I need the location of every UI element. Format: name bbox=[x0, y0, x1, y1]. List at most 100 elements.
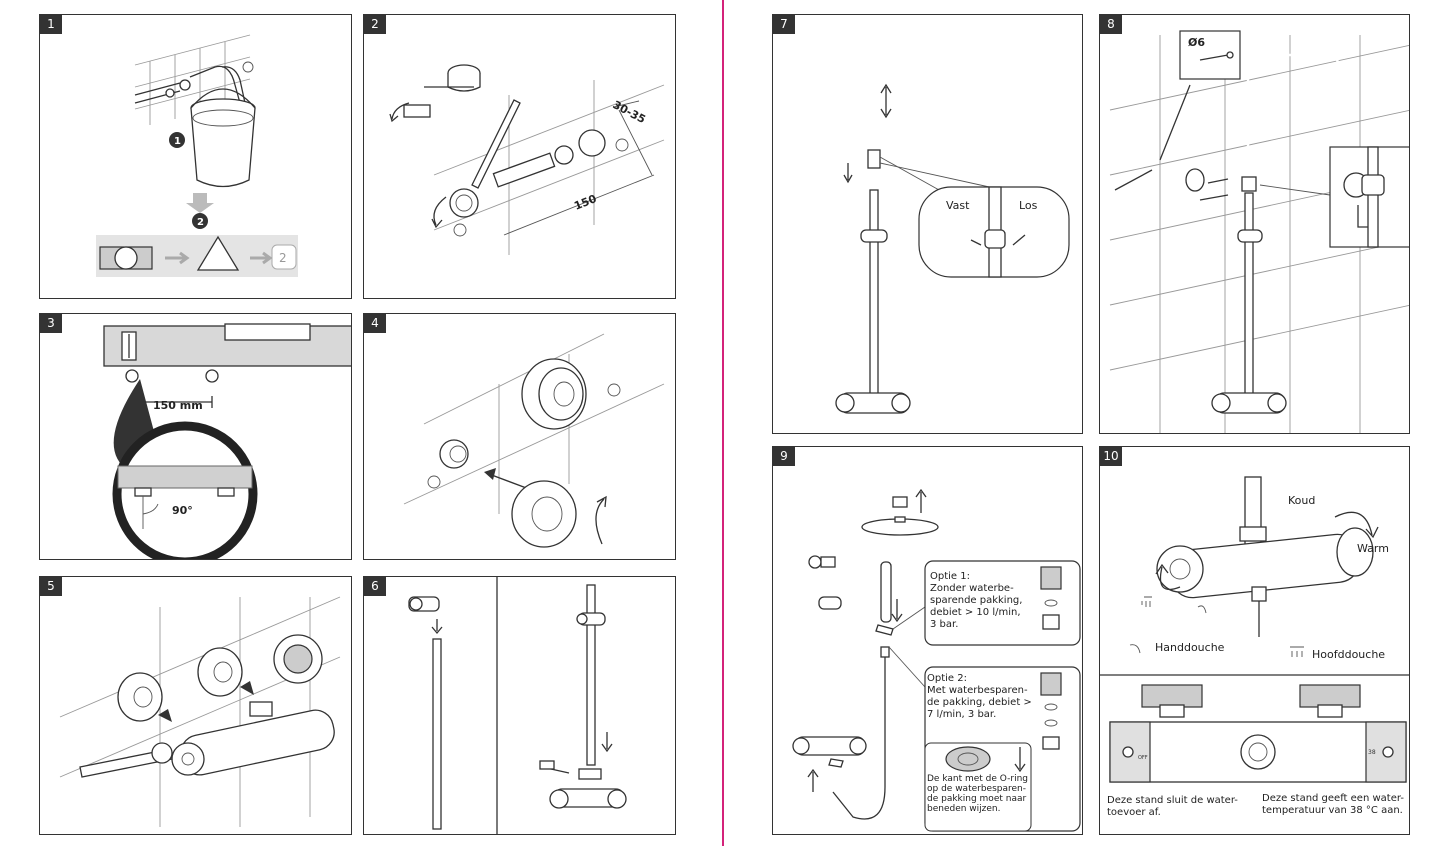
rotate-arrow-icon bbox=[1155, 563, 1181, 591]
off-position-text: Deze stand sluit de water- toevoer af. bbox=[1107, 795, 1238, 818]
option-1-text: Optie 1: Zonder waterbe- sparende pakkin… bbox=[930, 571, 1023, 630]
tight-label: Vast bbox=[946, 199, 970, 212]
filter-icon bbox=[427, 475, 441, 489]
adjust-height-illustration: Vast Los bbox=[835, 41, 1070, 414]
down-arrow-icon bbox=[1014, 747, 1026, 773]
step-number: 10 bbox=[1100, 447, 1122, 466]
arrow-icon bbox=[165, 251, 190, 265]
step-number: 8 bbox=[1100, 15, 1122, 34]
up-down-arrow-icon bbox=[880, 83, 892, 119]
valve-icon bbox=[114, 246, 138, 270]
step-number: 4 bbox=[364, 314, 386, 333]
push-arrow-icon bbox=[484, 468, 496, 480]
step-number: 2 bbox=[364, 15, 386, 34]
down-arrow-icon bbox=[601, 732, 613, 753]
rotate-arrow-icon bbox=[431, 196, 447, 229]
badge-2-label: 2 bbox=[197, 217, 204, 228]
loose-label: Los bbox=[1019, 199, 1038, 212]
step-number: 3 bbox=[40, 314, 62, 333]
cold-label: Koud bbox=[1288, 494, 1315, 507]
step-9-panel: 9 Optie 1: Zonder waterbe- sparende pakk… bbox=[772, 446, 1083, 835]
flow-control-knob bbox=[1156, 545, 1204, 593]
overhead-shower-icon bbox=[1290, 646, 1304, 657]
drill-icon bbox=[1114, 169, 1153, 191]
step-6-panel: 6 bbox=[363, 576, 676, 835]
attach-mixer-illustration bbox=[59, 596, 341, 827]
dimension-label-b: 150 bbox=[572, 192, 598, 213]
overhead-shower-icon bbox=[1141, 596, 1152, 607]
detail-magnifier bbox=[112, 421, 258, 559]
rotate-arrow-icon bbox=[595, 495, 607, 545]
badge-1-label: 1 bbox=[174, 136, 181, 147]
drill-size-label: Ø6 bbox=[1188, 36, 1205, 49]
wrench-icon bbox=[539, 760, 555, 770]
step-10-panel: 10 Koud Warm Handdouche Hoofddouche OFF … bbox=[1099, 446, 1410, 835]
wall-bracket-illustration: Ø6 bbox=[1109, 30, 1409, 433]
down-arrow-icon bbox=[431, 619, 443, 635]
off-indicator bbox=[1122, 746, 1134, 758]
water-saving-gasket bbox=[945, 746, 991, 772]
wrench-icon bbox=[79, 748, 173, 778]
repeat-step-label: 2 bbox=[279, 251, 287, 265]
dimension-label-a: 30-35 bbox=[611, 98, 648, 126]
down-arrow-icon bbox=[843, 163, 853, 184]
step-8-panel: 8 Ø6 bbox=[1099, 14, 1410, 434]
distance-label: 150 mm bbox=[153, 399, 203, 412]
push-arrow-icon bbox=[158, 681, 254, 722]
step-number: 1 bbox=[40, 15, 62, 34]
mount-connectors-illustration: 30-35 150 bbox=[389, 64, 665, 255]
shower-head-hose-illustration bbox=[792, 455, 1081, 832]
up-arrow-icon bbox=[807, 768, 819, 792]
hand-shower-icon bbox=[1129, 644, 1141, 654]
down-arrow-icon bbox=[891, 599, 903, 623]
step-number: 7 bbox=[773, 15, 795, 34]
off-mark: OFF bbox=[1138, 755, 1148, 761]
rotate-arrow-icon bbox=[1334, 511, 1379, 539]
step-number: 5 bbox=[40, 577, 62, 596]
wrench-icon bbox=[471, 99, 521, 189]
temperature-indicator bbox=[1382, 746, 1394, 758]
riser-rail bbox=[1244, 192, 1254, 404]
warning-icon bbox=[196, 235, 240, 271]
step-2-panel: 2 30-35 150 bbox=[363, 14, 676, 299]
step-1-panel: 1 1 2 2 bbox=[39, 14, 352, 299]
step-number: 9 bbox=[773, 447, 795, 466]
riser-rail bbox=[869, 189, 879, 406]
step-7-panel: 7 Vast Los bbox=[772, 14, 1083, 434]
badge-1 bbox=[169, 132, 185, 148]
warm-label: Warm bbox=[1357, 542, 1389, 555]
step-5-panel: 5 bbox=[39, 576, 352, 835]
step-3-panel: 3 150 mm 90° bbox=[39, 313, 352, 560]
eccentric-connector bbox=[403, 104, 431, 118]
o-ring-note: De kant met de O-ring op de waterbespare… bbox=[927, 774, 1028, 814]
riser-rail bbox=[432, 638, 442, 830]
center-fold-divider bbox=[722, 0, 724, 846]
install-riser-rail-illustration bbox=[408, 577, 627, 834]
hand-shower bbox=[880, 561, 892, 623]
filter-detail bbox=[283, 644, 313, 674]
down-arrow-icon bbox=[186, 193, 214, 213]
step-4-panel: 4 bbox=[363, 313, 676, 560]
badge-2 bbox=[192, 213, 208, 229]
operation-illustration: Koud Warm Handdouche Hoofddouche OFF 38 bbox=[1100, 476, 1409, 783]
hex-key-icon bbox=[1357, 205, 1368, 228]
filter-icon bbox=[242, 61, 254, 73]
temperature-knob bbox=[1336, 527, 1374, 577]
temperature-position-text: Deze stand geeft een water- temperatuur … bbox=[1262, 793, 1404, 816]
temp-mark: 38 bbox=[1368, 749, 1376, 756]
mount-rosettes-illustration bbox=[403, 333, 665, 548]
filter-icon bbox=[615, 138, 629, 152]
overhead-shower-label: Hoofddouche bbox=[1312, 648, 1385, 661]
rotate-arrow-icon bbox=[389, 102, 410, 123]
up-arrow-icon bbox=[915, 488, 927, 513]
hand-shower-label: Handdouche bbox=[1155, 641, 1225, 654]
filter-icon bbox=[607, 383, 621, 397]
level-check-illustration: 150 mm 90° bbox=[103, 323, 351, 559]
step-number: 6 bbox=[364, 577, 386, 596]
arrow-icon bbox=[250, 251, 273, 265]
flush-pipes-illustration: 1 2 2 bbox=[96, 34, 298, 277]
option-2-text: Optie 2: Met waterbesparen- de pakking, … bbox=[927, 673, 1032, 720]
filter-icon bbox=[453, 223, 467, 237]
hand-shower-icon bbox=[1197, 605, 1207, 614]
angle-label: 90° bbox=[172, 504, 193, 517]
